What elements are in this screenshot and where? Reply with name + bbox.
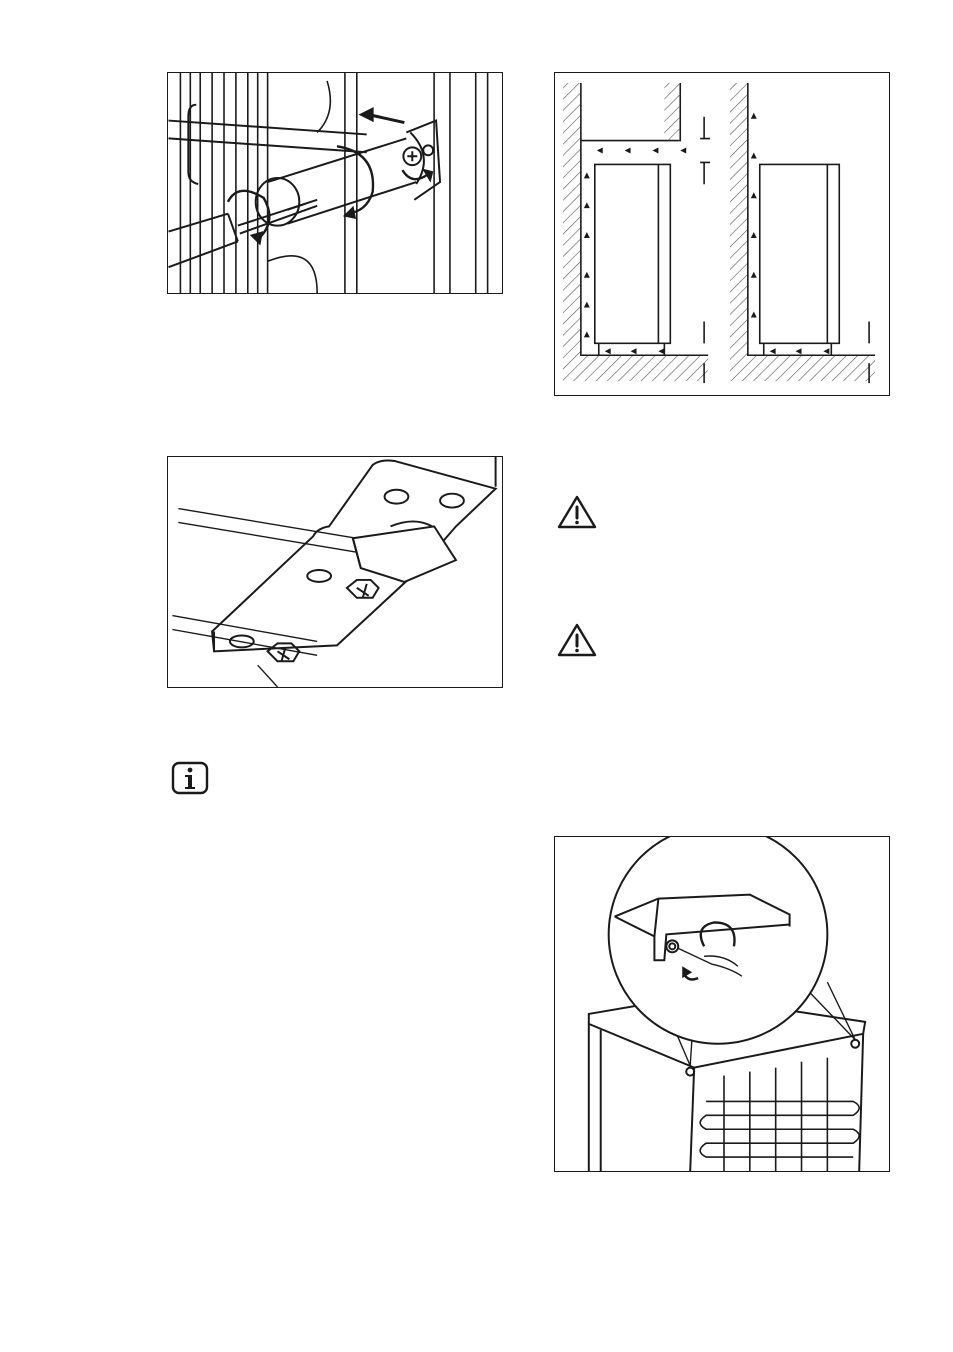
airflow-diagram	[555, 73, 889, 395]
fig-remove-door-pins	[167, 72, 503, 294]
fig-rear-spacers	[554, 836, 890, 1172]
info-icon	[170, 760, 210, 796]
warning-triangle-icon	[556, 622, 598, 658]
warning-symbol-2	[556, 622, 598, 658]
hinge-bracket-illustration	[168, 457, 502, 687]
warning-triangle-icon	[556, 494, 598, 530]
warning-symbol-1	[556, 494, 598, 530]
info-symbol	[170, 760, 210, 796]
screwdriver-illustration	[168, 73, 502, 293]
rear-screw-illustration	[555, 837, 889, 1171]
fig-ventilation-clearance	[554, 72, 890, 396]
fig-hinge-bracket	[167, 456, 503, 688]
